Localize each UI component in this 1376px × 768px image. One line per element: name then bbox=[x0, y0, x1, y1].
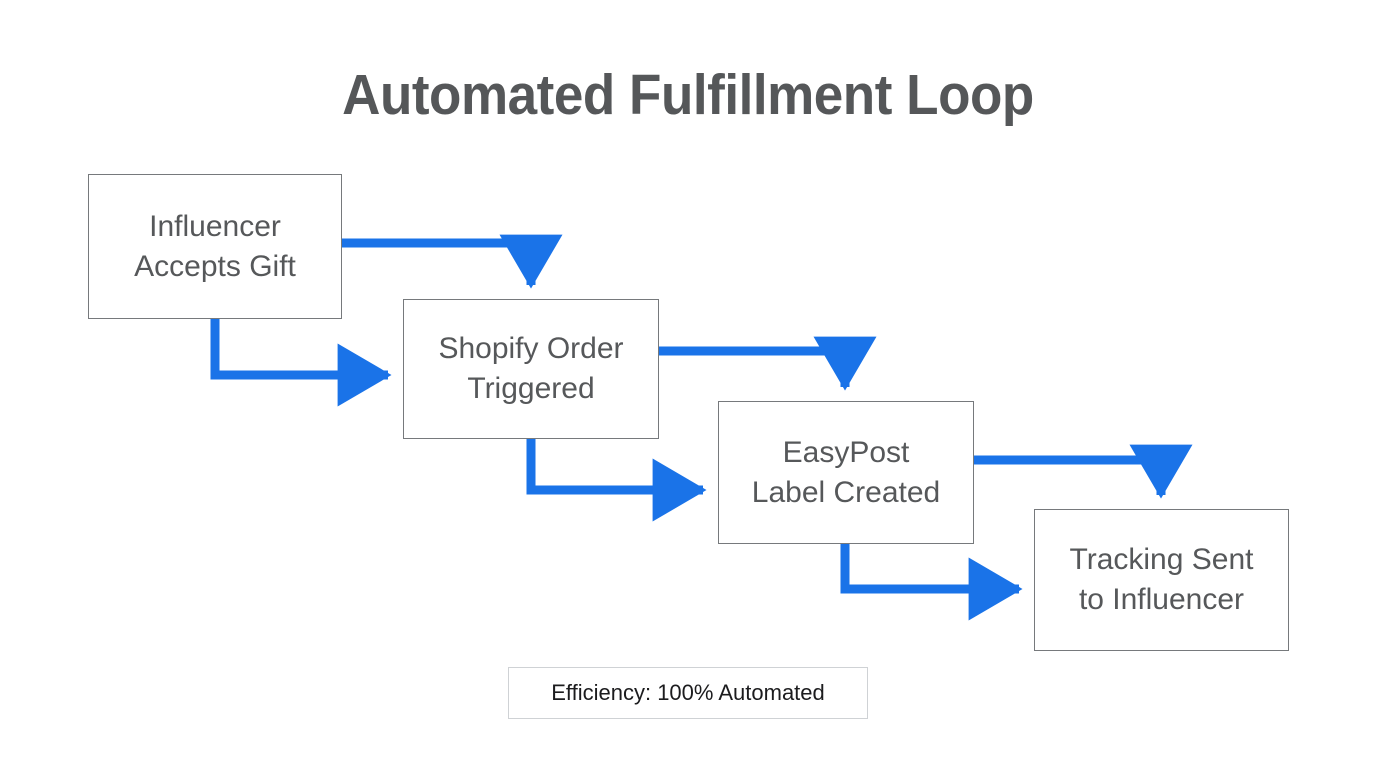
connector-gift-to-shopify-left bbox=[210, 319, 392, 407]
node-label: Shopify Order Triggered bbox=[438, 332, 624, 405]
node-influencer-accepts-gift[interactable]: Influencer Accepts Gift bbox=[88, 174, 342, 319]
node-tracking-sent-to-influencer[interactable]: Tracking Sent to Influencer bbox=[1034, 509, 1289, 651]
node-shopify-order-triggered[interactable]: Shopify Order Triggered bbox=[403, 299, 659, 439]
connector-shopify-to-easypost-top bbox=[659, 336, 877, 391]
page-title: Automated Fulfillment Loop bbox=[342, 63, 1034, 127]
efficiency-badge: Efficiency: 100% Automated bbox=[508, 667, 868, 719]
connector-easypost-to-tracking-top bbox=[974, 444, 1193, 499]
connector-shopify-to-easypost-left bbox=[526, 439, 707, 522]
node-label: Tracking Sent to Influencer bbox=[1069, 543, 1254, 616]
efficiency-badge-label: Efficiency: 100% Automated bbox=[551, 680, 825, 705]
connector-easypost-to-tracking-left bbox=[840, 544, 1023, 621]
connector-gift-to-shopify-top bbox=[342, 234, 563, 289]
node-label: EasyPost Label Created bbox=[751, 435, 941, 509]
node-label: Influencer Accepts Gift bbox=[134, 209, 296, 283]
node-easypost-label-created[interactable]: EasyPost Label Created bbox=[718, 401, 974, 544]
